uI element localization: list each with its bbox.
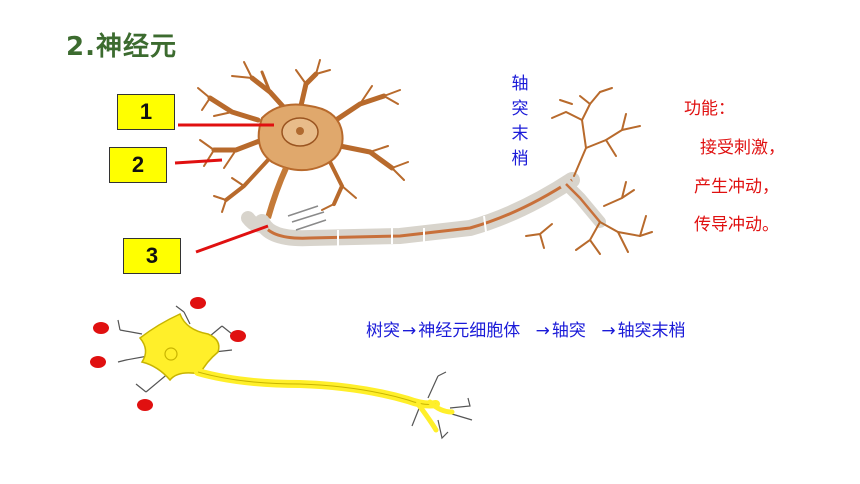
pathway-step: 轴突 [551,321,586,341]
signal-pathway: 树突→神经元细胞体 →轴突 →轴突末梢 [366,316,688,341]
dendrite-tip [137,399,153,411]
pathway-arrow: → [535,321,550,341]
function-heading: 功能： [684,99,735,119]
label-box-1: 1 [117,94,175,130]
axon-terminal-label: 轴 突 末 梢 [508,72,532,172]
dendrite-tip [90,356,106,368]
pathway-arrow: → [402,321,417,341]
function-item: 传导冲动。 [694,215,779,235]
label-box-2: 2 [109,147,167,183]
pathway-arrow: → [601,321,616,341]
axon-terminal-char: 突 [511,99,529,119]
pathway-step: 轴突末梢 [617,321,686,341]
axon-terminal-char: 末 [511,124,529,144]
axon-terminal-char: 轴 [511,74,529,94]
label-box-3: 3 [123,238,181,274]
pointer-line-2 [174,158,223,165]
slide-title: 2.神经元 [66,32,177,62]
pathway-step: 树突 [366,321,400,341]
pointer-line-3 [195,224,269,254]
dendrite-tip [93,322,109,334]
axon-terminal-char: 梢 [511,149,529,169]
dendrite-tip [190,297,206,309]
pathway-step: 神经元细胞体 [418,321,521,341]
dendrite-tip [230,330,246,342]
function-item: 接受刺激， [700,138,785,158]
function-item: 产生冲动， [694,177,779,197]
